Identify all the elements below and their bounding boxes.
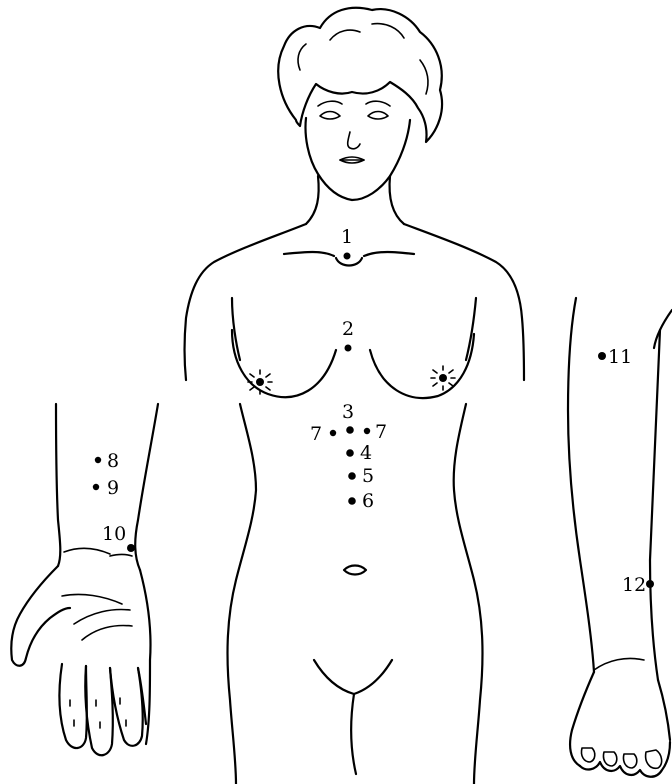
leg-foot-figure bbox=[568, 298, 672, 777]
left-breast bbox=[232, 330, 336, 397]
clavicle-right bbox=[364, 252, 414, 256]
jugular-notch bbox=[336, 258, 362, 266]
finger-3 bbox=[110, 668, 143, 746]
point-3-label: 3 bbox=[342, 401, 354, 423]
point-8-label: 8 bbox=[107, 450, 119, 472]
point-11-label: 11 bbox=[608, 346, 632, 368]
left-nipple bbox=[248, 370, 272, 394]
point-1-dot bbox=[344, 253, 351, 260]
right-shoulder bbox=[404, 224, 524, 380]
point-4-dot bbox=[346, 449, 354, 457]
point-8-dot bbox=[95, 457, 101, 463]
point-1-label: 1 bbox=[341, 226, 353, 248]
point-7-right-label: 7 bbox=[375, 421, 387, 443]
leg-inner bbox=[654, 310, 672, 348]
ankle-crease bbox=[594, 658, 644, 670]
hair bbox=[278, 8, 442, 142]
point-7-left-dot bbox=[330, 430, 336, 436]
point-7-left-label: 7 bbox=[310, 423, 322, 445]
point-3-dot bbox=[346, 426, 354, 434]
torso-figure bbox=[185, 8, 525, 784]
point-12-label: 12 bbox=[622, 574, 646, 596]
point-2-label: 2 bbox=[342, 318, 354, 340]
leg-outer bbox=[568, 298, 594, 672]
point-12-dot bbox=[646, 580, 654, 588]
point-5-label: 5 bbox=[362, 465, 374, 487]
point-2-dot bbox=[345, 345, 352, 352]
groin-line-left bbox=[314, 660, 354, 694]
neck-left bbox=[306, 176, 319, 224]
point-9-label: 9 bbox=[107, 477, 119, 499]
forearm-inner bbox=[135, 404, 158, 570]
point-5-dot bbox=[348, 472, 356, 480]
nose bbox=[348, 132, 360, 149]
finger-1 bbox=[59, 664, 87, 748]
left-eye bbox=[320, 112, 340, 120]
point-4-label: 4 bbox=[360, 442, 372, 464]
point-10-label: 10 bbox=[102, 523, 126, 545]
neck-right bbox=[390, 176, 404, 224]
right-nipple bbox=[431, 366, 455, 390]
instep bbox=[658, 680, 670, 740]
finger-2 bbox=[85, 666, 113, 755]
forearm-hand-figure bbox=[11, 404, 158, 755]
point-6-dot bbox=[348, 497, 356, 505]
groin-line-right bbox=[354, 660, 392, 694]
point-10-dot bbox=[127, 544, 135, 552]
point-9-dot bbox=[93, 484, 99, 490]
right-breast bbox=[370, 334, 474, 398]
point-6-label: 6 bbox=[362, 490, 374, 512]
navel bbox=[344, 566, 366, 575]
point-11-dot bbox=[598, 352, 606, 360]
face-outline bbox=[306, 118, 411, 200]
right-waist bbox=[454, 404, 483, 784]
forearm-outer bbox=[56, 404, 60, 566]
inner-thigh bbox=[351, 694, 356, 774]
clavicle-left bbox=[284, 252, 334, 256]
left-shoulder bbox=[185, 224, 307, 380]
right-eye bbox=[368, 112, 388, 120]
acupoint-markers: 1 2 3 4 5 6 7 7 8 9 10 11 12 bbox=[93, 226, 654, 596]
point-7-right-dot bbox=[364, 428, 370, 434]
thumb bbox=[11, 566, 70, 666]
left-waist bbox=[228, 404, 256, 784]
